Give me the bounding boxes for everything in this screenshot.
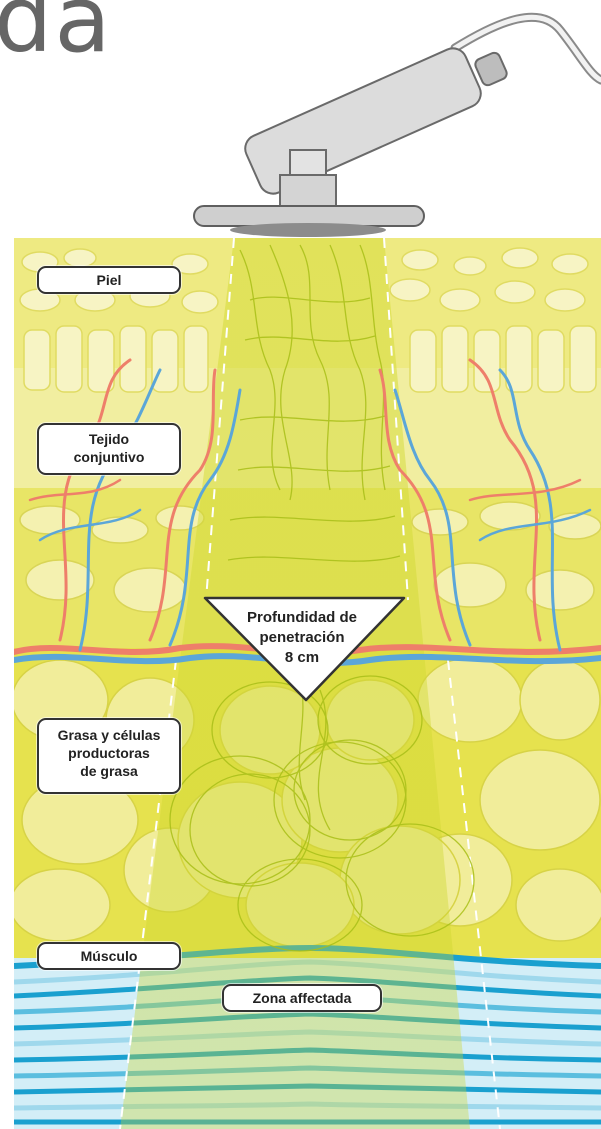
label-fat-line1: Grasa y células: [43, 726, 175, 744]
depth-line2: penetración: [210, 628, 394, 648]
label-skin-text: Piel: [97, 272, 122, 288]
device-handle: [241, 44, 485, 198]
depth-line1: Profundidad de: [210, 608, 394, 628]
label-muscle: Músculo: [37, 942, 181, 970]
label-fat: Grasa y células productoras de grasa: [37, 718, 181, 794]
label-affected-zone-text: Zona affectada: [253, 990, 352, 1006]
label-connective-tissue: Tejido conjuntivo: [37, 423, 181, 475]
label-fat-line3: de grasa: [43, 762, 175, 780]
depth-line3: 8 cm: [210, 648, 394, 668]
label-muscle-text: Músculo: [81, 948, 138, 964]
label-affected-zone: Zona affectada: [222, 984, 382, 1012]
depth-marker-text: Profundidad de penetración 8 cm: [210, 608, 394, 668]
label-skin: Piel: [37, 266, 181, 294]
device-plate: [194, 206, 424, 226]
ultrasound-device: [194, 17, 601, 237]
label-connective-line2: conjuntivo: [43, 448, 175, 466]
label-fat-line2: productoras: [43, 744, 175, 762]
label-connective-line1: Tejido: [43, 430, 175, 448]
